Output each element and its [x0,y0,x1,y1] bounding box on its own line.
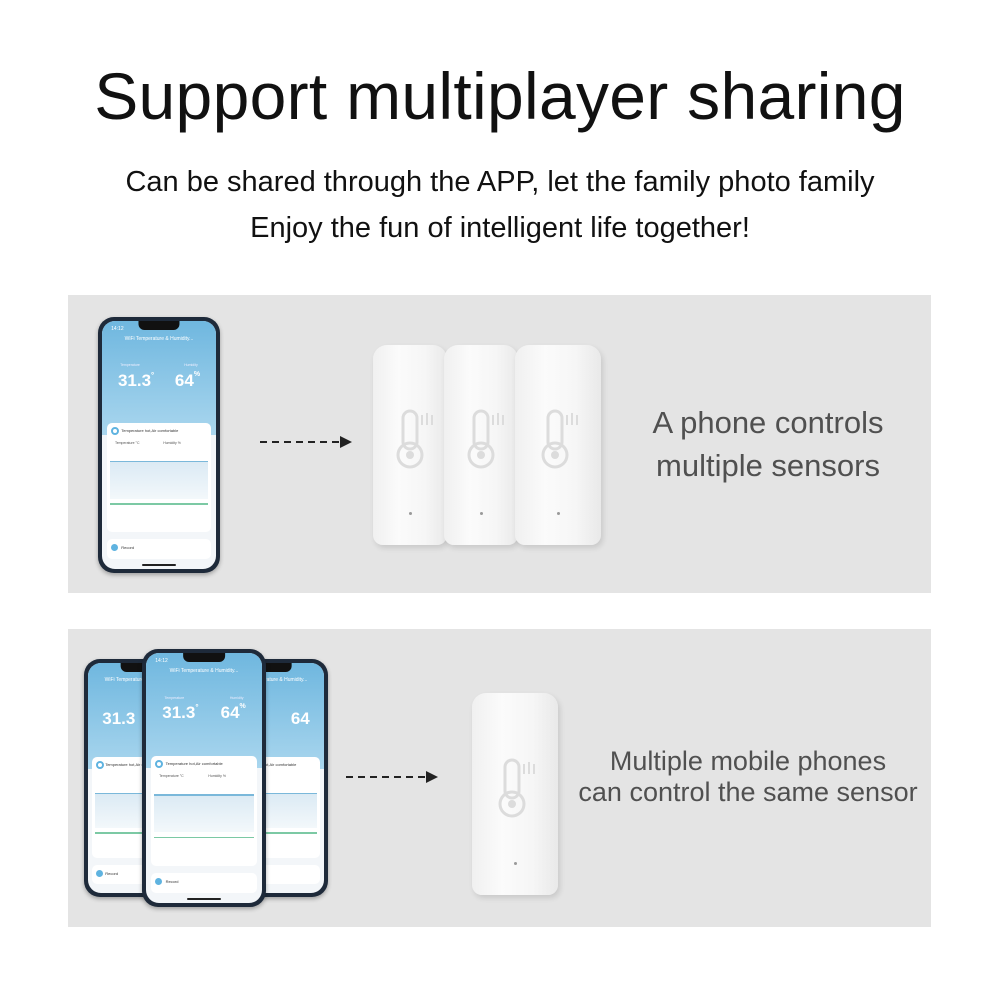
sensor-device-1 [373,345,447,545]
status-led [513,861,517,865]
home-indicator [141,564,177,566]
thermometer-icon [396,409,434,469]
temp-curve [94,792,184,795]
subtitle-line-2: Enjoy the fun of intelligent life togeth… [250,212,750,244]
page-title: Support multiplayer sharing [94,59,906,133]
sensor-device-2 [444,345,518,545]
comfort-icon [95,761,104,770]
record-row[interactable]: Record [106,539,212,560]
phone-notch [183,653,225,662]
temperature-value: 31.3 [102,709,136,728]
record-row[interactable]: Record [150,873,258,893]
phone-front: 14:12 WiFi Temperature & Humidity... Tem… [142,649,266,907]
temperature-value: 31.3° [117,370,155,390]
legend-hum: Humidity % [208,774,226,779]
status-time: 14:12 [111,325,124,332]
humidity-value: 64 [290,709,310,728]
status-led [408,512,412,515]
comfort-icon [110,427,119,436]
arrow-right-icon [346,771,438,783]
status-time: 14:12 [155,658,168,664]
app-title: WiFi Temperature & Humidity... [104,676,174,683]
app-title: WiFi Temperature & Humidity... [169,668,239,674]
phone-notch [120,663,158,672]
phone-notch [138,321,180,330]
hum-curve [109,503,209,505]
record-icon [110,544,118,552]
humidity-value: 64% [220,703,246,722]
phone-notch [254,663,292,672]
temp-curve [109,460,209,463]
record-label: Record [121,545,135,551]
chart-area [109,461,209,500]
legend-hum: Humidity % [163,441,181,446]
comfort-text: Temperature hot,Air comfortable [121,428,179,434]
status-led [479,512,483,515]
temperature-value: 31.3° [162,703,199,722]
thermometer-icon [467,409,505,469]
humidity-value: 64% [174,370,201,390]
screen-header [102,321,216,436]
phone: 14:12 WiFi Temperature & Humidity... Tem… [98,317,220,573]
caption-line-2: multiple sensors [656,448,880,483]
app-title: WiFi Temperature & Humidity... [238,676,308,683]
hum-curve [228,832,318,834]
temp-curve [228,792,318,795]
phone-screen: 14:12 WiFi Temperature & Humidity... Tem… [146,653,262,903]
sensor-device [472,693,558,895]
legend-temp: Temperature °C [159,774,184,779]
record-label: Record [165,879,179,884]
record-label: Record [105,870,119,876]
app-title: WiFi Temperature & Humidity... [124,335,194,342]
hum-curve [153,836,255,839]
comfort-icon [154,759,163,768]
phone-screen: 14:12 WiFi Temperature & Humidity... Tem… [102,321,216,569]
panel-two-caption: Multiple mobile phones can control the s… [558,746,938,808]
hum-label: Humidity [184,363,198,368]
sensor-device-3 [515,345,601,545]
temp-curve [153,794,255,796]
panel-many-phones-one-sensor: WiFi Temperature & Humidity... 31.3 Temp… [68,629,931,927]
status-led [556,512,560,515]
record-icon [154,878,162,885]
hum-label: Humidity [229,695,244,700]
caption-line-2: can control the same sensor [578,777,918,807]
home-indicator [186,898,222,900]
comfort-text: Temperature hot,Air comfortable [165,761,223,766]
arrow-right-icon [260,436,352,448]
subtitle-line-1: Can be shared through the APP, let the f… [125,166,875,198]
comfort-card: Temperature hot,Air comfortable Temperat… [150,755,258,866]
panel-one-phone-many-sensors: 14:12 WiFi Temperature & Humidity... Tem… [68,295,931,593]
caption-line-1: A phone controls [652,405,884,440]
comfort-card: Temperature hot,Air comfortable Temperat… [106,422,212,532]
thermometer-icon [541,409,578,469]
temp-label: Temperature [164,695,185,700]
panel-one-caption: A phone controls multiple sensors [608,401,928,487]
screen-header [146,653,262,768]
comfort-text: Temperature hot,Air comfortable [105,762,163,768]
thermometer-icon [498,758,535,818]
comfort-text: Temperature hot,Air comfortable [239,762,297,768]
caption-line-1: Multiple mobile phones [609,746,887,776]
record-icon [95,869,103,877]
chart-area [153,795,255,833]
temp-label: Temperature [120,363,140,368]
hum-curve [94,832,184,834]
legend-temp: Temperature °C [114,441,140,446]
